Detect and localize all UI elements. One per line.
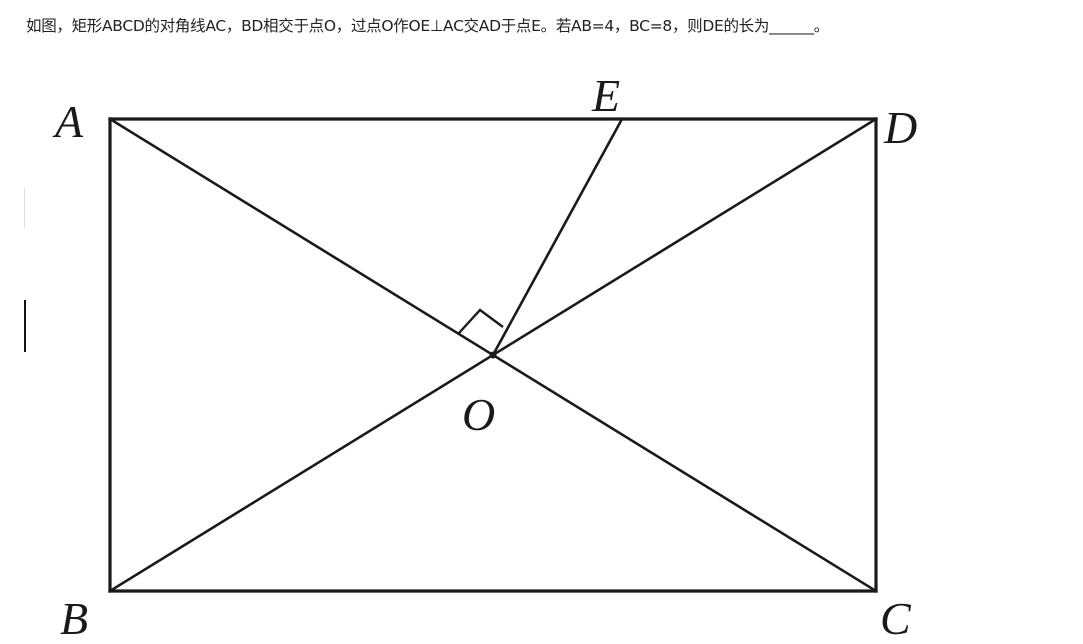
- segment-oe: [491, 117, 624, 357]
- label-e: E: [591, 70, 620, 121]
- label-a: A: [52, 96, 84, 147]
- text-cursor: [24, 300, 26, 352]
- label-o: O: [462, 389, 495, 440]
- text-cursor-faint: [24, 188, 25, 228]
- label-c: C: [880, 593, 912, 644]
- label-d: D: [883, 102, 917, 153]
- label-b: B: [60, 593, 88, 644]
- point-o: [489, 351, 497, 359]
- question-text: 如图，矩形ABCD的对角线AC，BD相交于点O，过点O作OE⊥AC交AD于点E。…: [26, 17, 829, 35]
- right-angle-mark: [458, 308, 504, 334]
